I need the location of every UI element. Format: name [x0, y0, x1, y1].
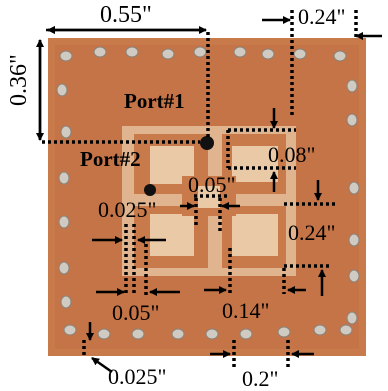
edge-vias — [56, 46, 360, 340]
port-1-feed — [200, 136, 214, 150]
label-line-width: 0.025" — [98, 197, 156, 222]
label-bottom-left: 0.05" — [112, 300, 159, 325]
label-bottom-corner: 0.025" — [108, 364, 166, 389]
label-top-width: 0.55" — [100, 2, 152, 28]
label-left-height: 0.36" — [6, 54, 32, 106]
label-top-right: 0.24" — [298, 4, 345, 29]
port-2-feed — [144, 184, 156, 196]
label-patch-gap: 0.08" — [268, 142, 315, 167]
slot-structure — [122, 126, 296, 276]
label-port-1: Port#1 — [124, 89, 185, 113]
label-bottom-mid: 0.14" — [222, 298, 269, 323]
label-port-2: Port#2 — [80, 147, 141, 171]
dim-arrow — [91, 356, 113, 374]
label-bottom-right: 0.2" — [242, 366, 278, 391]
label-center-gap: 0.05" — [188, 172, 235, 197]
label-right-height: 0.24" — [288, 220, 335, 245]
